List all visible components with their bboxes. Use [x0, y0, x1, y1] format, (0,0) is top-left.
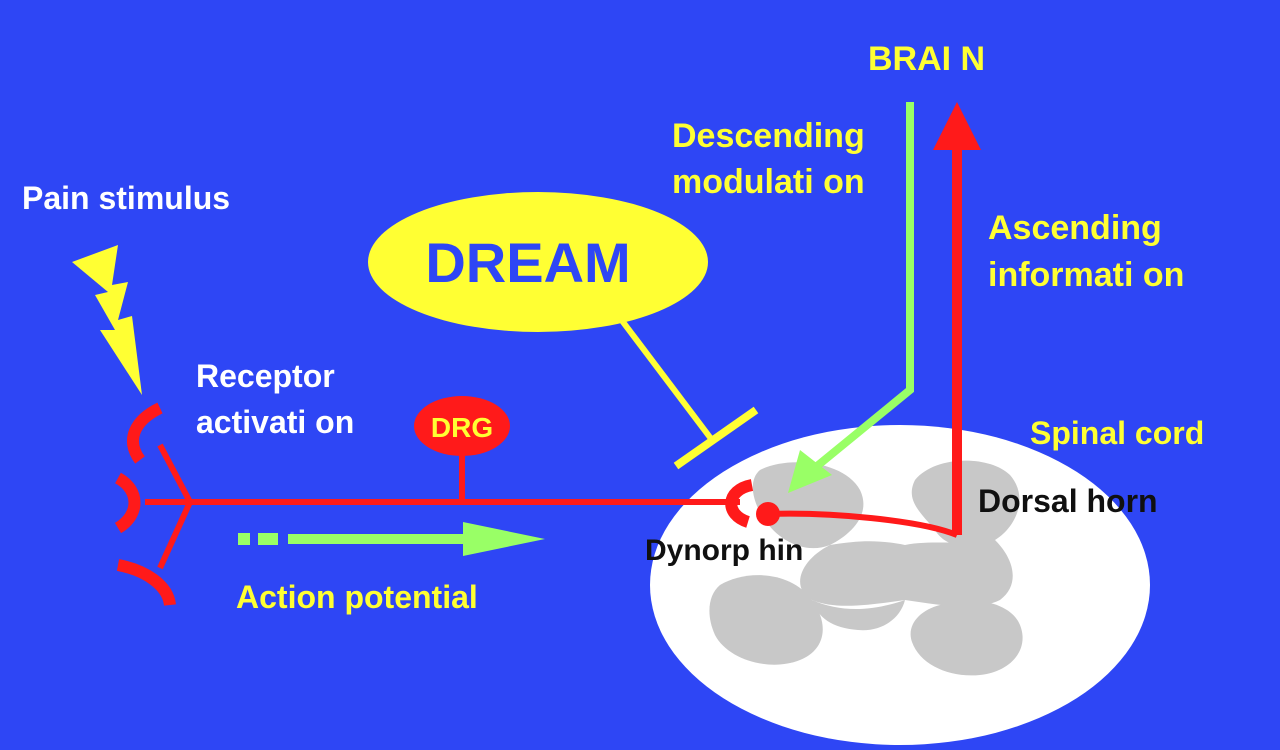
brain-label: BRAI N: [868, 40, 985, 78]
drg: DRG: [414, 396, 510, 456]
dynorphin-label: Dynorp hin: [645, 534, 803, 567]
primary-afferent: [114, 402, 754, 607]
drg-body: [414, 396, 510, 456]
lightning-bolt-icon: [72, 245, 142, 395]
ascending-pathway: [756, 102, 981, 538]
spinal-cord: [650, 425, 1150, 745]
dynorphin-terminal-icon: [756, 502, 780, 526]
action-potential-label: Action potential: [236, 579, 478, 615]
receptor-cup-icon: [126, 402, 163, 464]
receptor-label-line1: Receptor: [196, 358, 335, 394]
ascending-label-line1: Ascending: [988, 209, 1162, 247]
receptor-cup-icon: [114, 472, 141, 534]
dream: DREAM: [368, 192, 759, 470]
descending-label-line2: modulati on: [672, 163, 865, 201]
pain-stimulus-label: Pain stimulus: [22, 180, 230, 216]
dream-ellipse: [368, 192, 708, 332]
dream-label: DREAM: [425, 231, 630, 294]
action-potential-arrow: [238, 522, 545, 556]
receptor-label-line2: activati on: [196, 404, 354, 440]
spinal-cord-label: Spinal cord: [1030, 415, 1204, 451]
ascending-arrowhead-icon: [933, 102, 981, 150]
dream-inhibition-line: [617, 316, 715, 442]
descending-pathway: [788, 102, 914, 493]
inhibition-bar-icon: [673, 406, 759, 470]
descending-arrowhead-icon: [788, 450, 832, 493]
drg-label: DRG: [431, 412, 493, 443]
presynaptic-terminal-icon: [725, 479, 754, 528]
descending-label-line1: Descending: [672, 117, 865, 155]
ascending-label-line2: informati on: [988, 256, 1184, 294]
receptor-cup-icon: [116, 559, 176, 607]
dorsal-horn-label: Dorsal horn: [978, 483, 1158, 519]
grey-matter: [709, 460, 1023, 676]
